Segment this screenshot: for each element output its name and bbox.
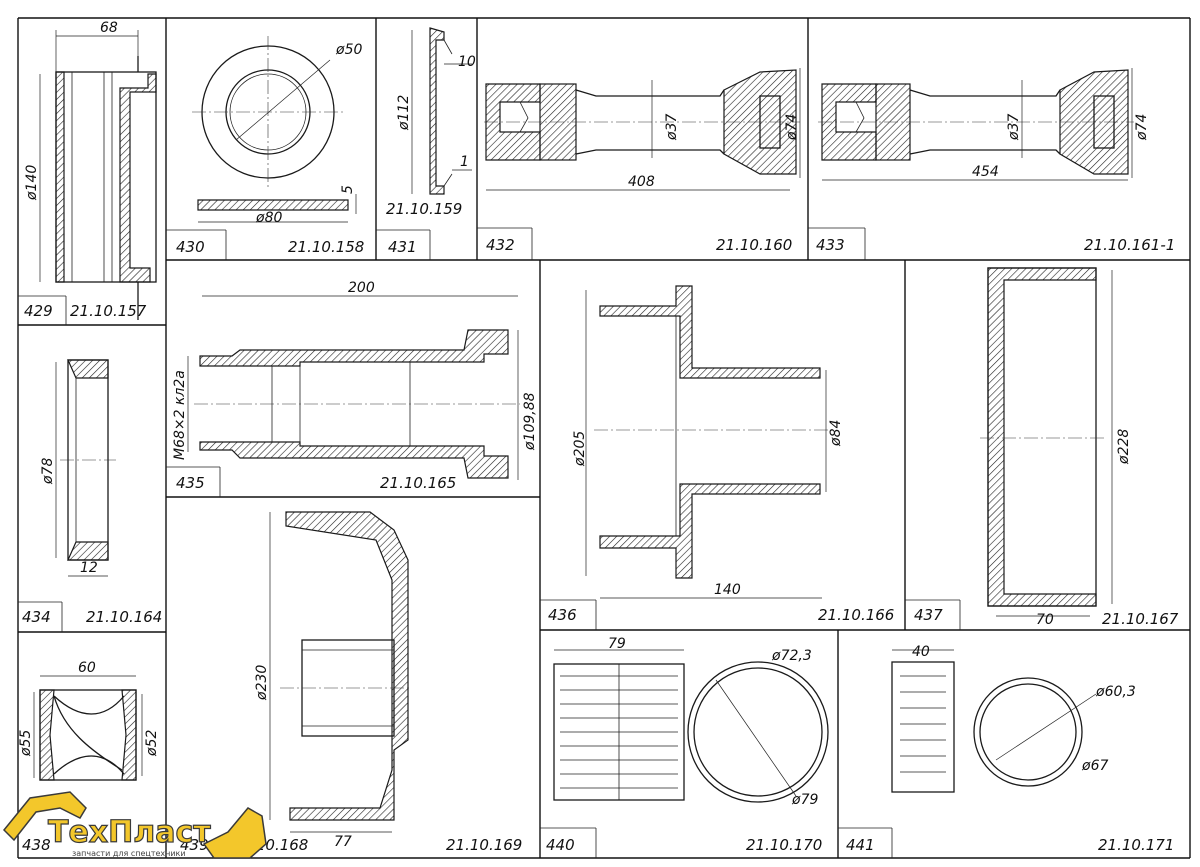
dim-429-width: 68 xyxy=(100,20,118,36)
part-436-drawing xyxy=(585,285,830,599)
panel-432-code: 21.10.160 xyxy=(716,236,792,254)
part-438-drawing xyxy=(33,675,143,781)
dim-438-outer: ø55 xyxy=(18,730,34,757)
part-433-drawing xyxy=(818,68,1134,181)
part-430-drawing xyxy=(192,36,357,223)
panel-439-code: 21.10.169 xyxy=(446,836,522,854)
dim-435-diameter: ø109,88 xyxy=(522,392,538,451)
dim-433-flange: ø74 xyxy=(1134,114,1150,141)
dim-432-length: 408 xyxy=(628,174,655,190)
panel-440-code: 21.10.170 xyxy=(746,836,822,854)
dim-432-flange: ø74 xyxy=(784,114,800,141)
panel-433-code: 21.10.161-1 xyxy=(1084,236,1175,254)
dim-434-diameter: ø78 xyxy=(40,458,56,485)
panel-441-number: 441 xyxy=(846,836,875,854)
panel-436-code: 21.10.166 xyxy=(818,606,894,624)
dim-436-length: 140 xyxy=(714,582,741,598)
brand-logo: ТехПласт запчасти для спецтехники xyxy=(2,791,267,859)
dim-431-wall: 1 xyxy=(460,154,469,170)
dim-440-outer: ø79 xyxy=(791,792,818,808)
text-labels: 429 21.10.157 430 21.10.158 431 21.10.15… xyxy=(18,20,1179,854)
dim-441-width: 40 xyxy=(912,644,930,660)
panel-435-code: 21.10.165 xyxy=(380,474,456,492)
part-435-drawing xyxy=(187,295,520,480)
dim-438-width: 60 xyxy=(78,660,96,676)
dim-437-width: 70 xyxy=(1036,612,1054,628)
panel-434-number: 434 xyxy=(22,608,51,626)
panel-438-number: 438 xyxy=(22,836,51,854)
panel-437-code: 21.10.167 xyxy=(1102,610,1179,628)
panel-431-code: 21.10.159 xyxy=(386,200,462,218)
panel-430-code: 21.10.158 xyxy=(288,238,364,256)
dim-433-shaft: ø37 xyxy=(1006,114,1022,141)
frame-grid xyxy=(17,17,1191,859)
panel-440-number: 440 xyxy=(546,836,575,854)
part-437-drawing xyxy=(980,267,1113,617)
dim-437-diameter: ø228 xyxy=(1116,429,1132,465)
part-429-drawing xyxy=(39,30,157,320)
loader-bucket-icon xyxy=(202,807,267,859)
dim-430-outer: ø80 xyxy=(255,210,282,226)
dim-438-inner: ø52 xyxy=(144,730,160,757)
panel-432-number: 432 xyxy=(486,236,515,254)
dim-436-outer: ø205 xyxy=(572,431,588,467)
part-434-drawing xyxy=(55,359,116,577)
panel-431-number: 431 xyxy=(388,238,417,256)
dim-440-width: 79 xyxy=(608,636,626,652)
logo-tagline: запчасти для спецтехники xyxy=(72,849,186,858)
panel-441-code: 21.10.171 xyxy=(1098,836,1174,854)
dim-432-shaft: ø37 xyxy=(664,114,680,141)
dim-439-width: 77 xyxy=(334,834,352,850)
part-432-drawing xyxy=(484,68,801,191)
dim-430-inner: ø50 xyxy=(335,42,362,58)
dim-440-inner: ø72,3 xyxy=(771,648,812,664)
panel-433-number: 433 xyxy=(816,236,845,254)
panel-436-number: 436 xyxy=(548,606,577,624)
dim-431-diameter: ø112 xyxy=(396,95,412,131)
panel-429-number: 429 xyxy=(24,302,53,320)
dim-435-thread: M68×2 кл2а xyxy=(172,370,188,460)
part-439-drawing xyxy=(269,511,410,833)
panel-439-number: 439 xyxy=(180,836,209,854)
part-441-drawing xyxy=(891,649,1097,793)
dim-436-inner: ø84 xyxy=(828,420,844,447)
part-431-drawing xyxy=(411,27,472,195)
panel-437-number: 437 xyxy=(914,606,943,624)
dim-429-diameter: ø140 xyxy=(24,165,40,201)
panel-435-number: 435 xyxy=(176,474,205,492)
dim-433-length: 454 xyxy=(972,164,999,180)
dim-441-inner: ø60,3 xyxy=(1095,684,1136,700)
excavator-arm-icon xyxy=(2,791,87,842)
dim-431-flange: 10 xyxy=(458,54,476,70)
dim-441-outer: ø67 xyxy=(1081,758,1108,774)
dim-430-thickness: 5 xyxy=(340,185,356,194)
dim-439-diameter: ø230 xyxy=(254,665,270,701)
dim-435-length: 200 xyxy=(348,280,375,296)
panel-434-code: 21.10.164 xyxy=(86,608,162,626)
logo-name: ТехПласт xyxy=(48,815,211,850)
panel-429-code: 21.10.157 xyxy=(70,302,147,320)
part-440-drawing xyxy=(553,649,829,803)
panel-430-number: 430 xyxy=(176,238,205,256)
dim-434-width: 12 xyxy=(80,560,98,576)
